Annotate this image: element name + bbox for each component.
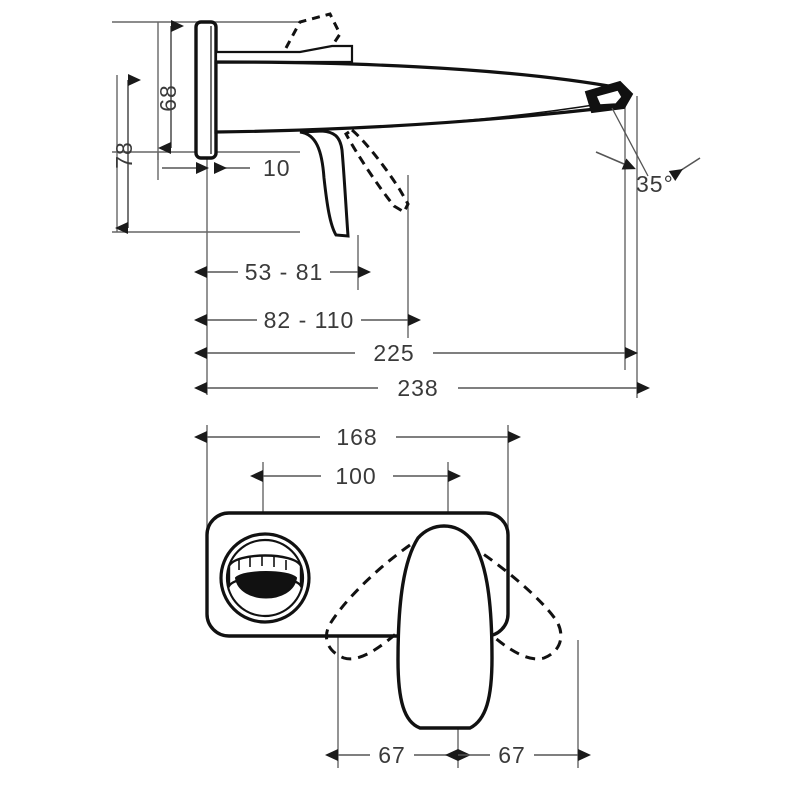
spout-outlet-ring	[219, 532, 311, 624]
spout-body	[214, 44, 631, 134]
lever-handle	[396, 524, 494, 730]
dimension-168: 168	[194, 424, 521, 450]
handle-swing-right-dashed	[447, 543, 563, 661]
dimension-35-degrees-label: 35°	[636, 171, 674, 197]
dimension-238-label: 238	[397, 375, 438, 401]
aerator-outlet	[584, 80, 634, 114]
outlet-aperture	[234, 571, 298, 599]
dimension-68: 68	[155, 20, 184, 154]
lever-handle-raised-dashed	[344, 128, 410, 215]
dimension-53-81: 53 - 81	[194, 259, 371, 285]
dimension-225-label: 225	[373, 340, 414, 366]
spout-shadow-line	[215, 103, 601, 133]
spout-collar	[214, 44, 354, 64]
dimension-67-left-label: 67	[378, 742, 406, 768]
dimension-53-81-label: 53 - 81	[245, 259, 324, 285]
wall-plate	[194, 20, 218, 160]
dimension-67-left: 67	[325, 742, 471, 768]
front-elevation-view: 168 100	[194, 424, 591, 768]
handle-top-dashed	[284, 12, 342, 49]
side-elevation-view: 68 78 10	[111, 12, 701, 401]
dimension-168-label: 168	[336, 424, 377, 450]
dimension-35-degrees: 35°	[595, 107, 701, 197]
dimension-78: 78	[111, 74, 141, 234]
dimension-82-110: 82 - 110	[194, 307, 421, 333]
dimension-67-right: 67	[445, 742, 591, 768]
dimension-10-label: 10	[263, 155, 291, 181]
dimension-225: 225	[194, 340, 638, 366]
dimension-82-110-label: 82 - 110	[264, 307, 355, 333]
dimension-10: 10	[162, 155, 291, 181]
outlet-hatch-marks	[238, 556, 287, 570]
dimension-100: 100	[250, 463, 461, 489]
dimension-100-label: 100	[335, 463, 376, 489]
dimension-67-right-label: 67	[498, 742, 526, 768]
dimension-238: 238	[194, 375, 650, 401]
dimension-68-label: 68	[155, 84, 181, 112]
spout-upper-shell	[214, 60, 631, 134]
lever-handle	[299, 129, 350, 238]
dimension-78-label: 78	[111, 141, 137, 169]
